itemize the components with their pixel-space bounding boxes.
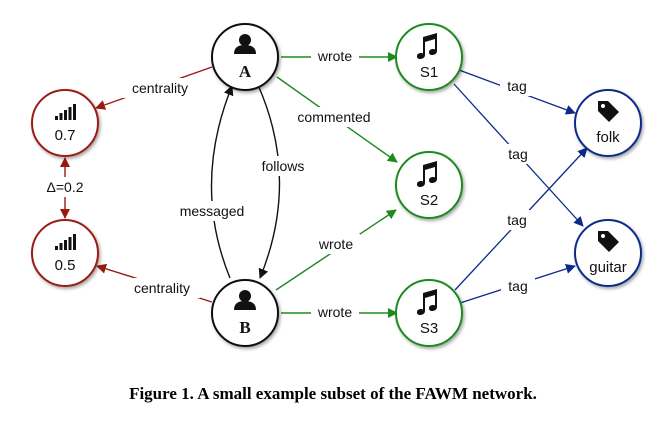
node-centrality-b: 0.5 <box>31 219 99 287</box>
node-label-b: B <box>239 318 250 337</box>
edge-a-commented-s2: commented <box>276 76 398 163</box>
edge-b-wrote-s2: wrote <box>275 209 397 291</box>
node-label-guitar: guitar <box>589 259 627 276</box>
edge-a-centrality: centrality <box>95 66 213 110</box>
edge-s3-tag-folk: tag <box>454 147 588 291</box>
edge-label-centrality-b: centrality <box>134 280 190 296</box>
node-label-folk: folk <box>596 129 620 146</box>
node-tag-guitar: guitar <box>574 219 642 287</box>
edge-label-wrote: wrote <box>317 304 352 320</box>
edge-label-tag: tag <box>508 278 527 294</box>
edge-s3-tag-guitar: tag <box>459 263 576 304</box>
edge-a-wrote-s1: wrote <box>281 46 398 66</box>
edge-s1-tag-folk: tag <box>458 69 576 115</box>
edge-label-delta: Δ=0.2 <box>47 179 84 195</box>
figure-caption: Figure 1. A small example subset of the … <box>129 384 537 403</box>
node-label-s2: S2 <box>420 192 438 209</box>
node-label-s3: S3 <box>420 320 438 337</box>
node-user-a: A <box>211 23 279 91</box>
edge-b-wrote-s3: wrote <box>281 302 398 322</box>
edge-a-follows-b: follows <box>254 84 312 279</box>
node-song-s1: S1 <box>395 23 463 91</box>
node-song-s2: S2 <box>395 151 463 219</box>
node-user-b: B <box>211 279 279 347</box>
edge-label-follows: follows <box>262 158 305 174</box>
edge-label-tag: tag <box>508 146 527 162</box>
node-label-centrality-a: 0.7 <box>55 127 76 144</box>
node-song-s3: S3 <box>395 279 463 347</box>
node-label-s1: S1 <box>420 64 438 81</box>
edge-label-messaged: messaged <box>180 203 245 219</box>
edge-s1-tag-guitar: tag <box>453 83 584 227</box>
edge-b-centrality: centrality <box>96 263 213 303</box>
edge-label-wrote: wrote <box>318 236 353 252</box>
node-centrality-a: 0.7 <box>31 89 99 157</box>
node-tag-folk: folk <box>574 89 642 157</box>
edge-label-tag: tag <box>507 78 526 94</box>
node-label-a: A <box>239 62 252 81</box>
edge-b-messaged-a: messaged <box>170 85 254 279</box>
edge-label-commented: commented <box>297 109 370 125</box>
edge-label-tag: tag <box>507 212 526 228</box>
edge-label-wrote: wrote <box>317 48 352 64</box>
node-label-centrality-b: 0.5 <box>55 257 76 274</box>
edge-centrality-delta: Δ=0.2 <box>36 157 94 219</box>
edge-label-centrality-a: centrality <box>132 80 188 96</box>
